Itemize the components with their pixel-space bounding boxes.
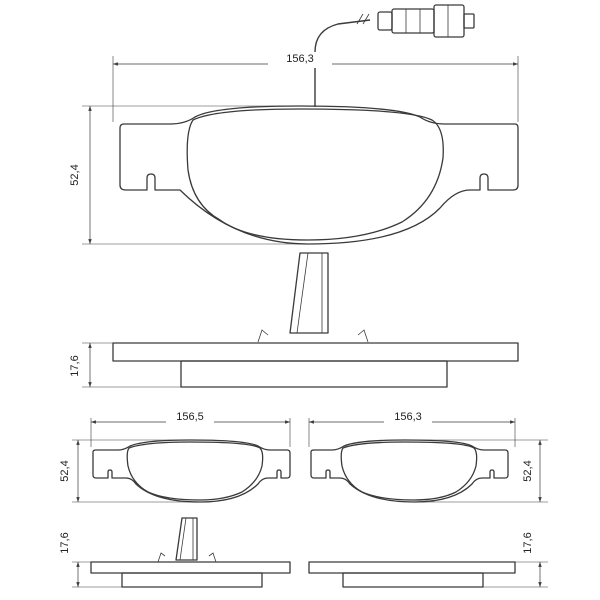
bottom-right-width-dimension: 156,3 [394,411,422,423]
wire-clip-marks [356,13,370,25]
bottom-left-friction-material [121,572,263,588]
top-width-dimension: 156,3 [286,53,314,65]
bottom-right-backing-plate [308,561,516,574]
wear-sensor-connector-icon [377,4,475,38]
bottom-right-thickness-dimension: 17,6 [522,532,534,553]
top-height-dimension: 52,4 [69,164,81,185]
bottom-right-pad-front-view: 156,3 52,4 [308,410,548,503]
bottom-left-pad-side-view: 17,6 [59,517,291,588]
top-thickness-dimension: 17,6 [69,355,81,376]
top-backing-plate [112,342,519,362]
bottom-left-width-dimension: 156,5 [176,411,204,423]
bottom-right-height-dimension: 52,4 [522,460,534,481]
bottom-left-height-dimension: 52,4 [59,460,71,481]
top-pad-front-view: 156,3 52,4 [69,4,519,245]
bottom-left-backing-plate [90,561,291,574]
wear-sensor-wire [314,19,371,107]
bottom-left-thickness-dimension: 17,6 [59,532,71,553]
bottom-right-pad-side-view: 17,6 [308,532,548,588]
top-pad-side-view: 17,6 [69,252,519,388]
bottom-right-friction-material [342,572,484,588]
bottom-left-pad-front-view: 156,5 52,4 [59,410,291,503]
top-friction-material [180,360,448,388]
